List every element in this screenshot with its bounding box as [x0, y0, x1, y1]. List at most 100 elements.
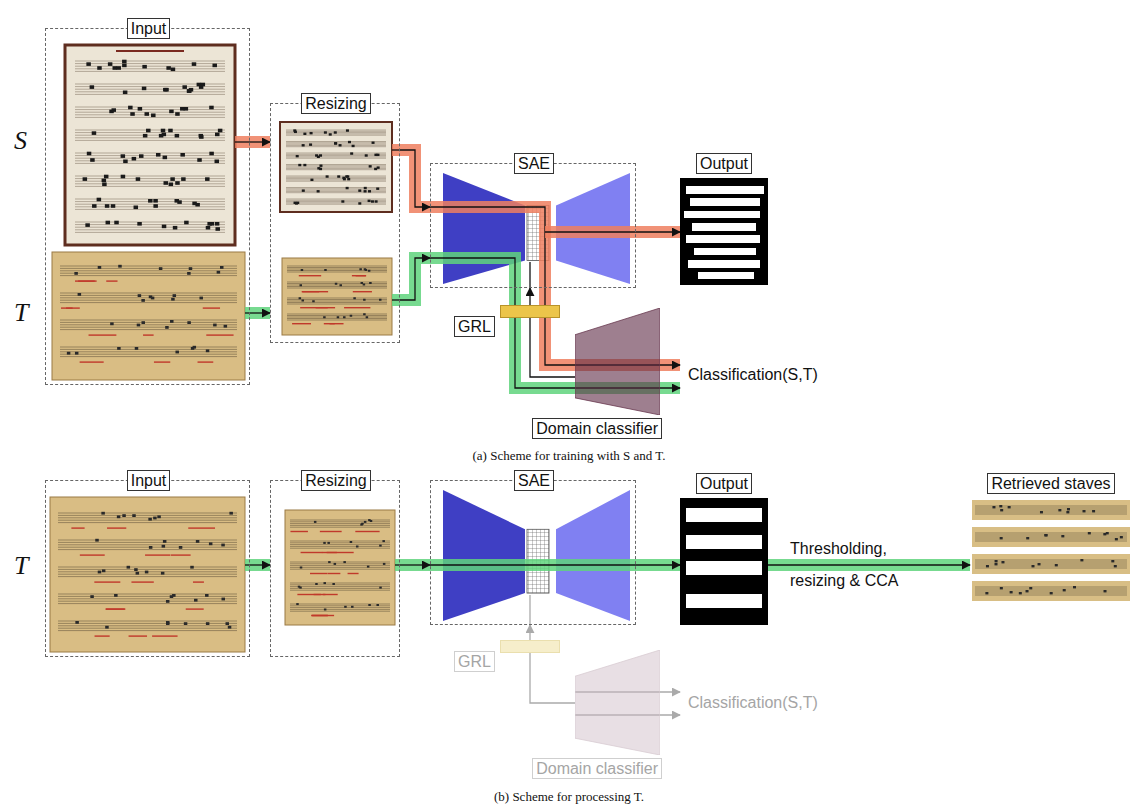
- note: [169, 183, 174, 187]
- staff-line: [60, 300, 237, 301]
- note: [159, 134, 164, 138]
- note: [175, 112, 180, 116]
- note: [361, 523, 364, 525]
- note: [343, 316, 346, 318]
- output-mask: Output: [680, 178, 768, 285]
- note: [137, 324, 141, 327]
- note: [356, 546, 359, 548]
- staff-line: [975, 591, 1127, 592]
- note: [332, 583, 335, 585]
- note: [92, 204, 97, 208]
- staff-line: [58, 621, 237, 622]
- staff-line: [287, 283, 387, 284]
- staff-line: [290, 588, 390, 589]
- target-manuscript: [52, 252, 245, 380]
- note: [1001, 561, 1004, 563]
- mask-background: [680, 498, 768, 625]
- node-label: Resizing: [301, 93, 370, 114]
- note: [379, 299, 382, 301]
- note: [102, 569, 106, 572]
- note: [999, 505, 1002, 507]
- note: [226, 622, 230, 625]
- note: [1066, 511, 1069, 513]
- node-label: Output: [696, 473, 752, 494]
- note: [67, 352, 71, 355]
- staff-line: [290, 611, 390, 612]
- note: [122, 64, 127, 68]
- note: [215, 227, 220, 231]
- staff-line: [290, 586, 390, 587]
- staff-line: [58, 547, 237, 548]
- note: [161, 572, 165, 575]
- note: [363, 313, 366, 315]
- note: [221, 598, 225, 601]
- mask-figure: [680, 178, 768, 285]
- gradient-reversal-layer: GRL: [500, 640, 560, 653]
- staff-line: [75, 206, 225, 207]
- lyric-ink: [131, 581, 153, 582]
- note: [334, 142, 337, 144]
- note: [368, 200, 371, 202]
- lyric-ink: [188, 527, 215, 528]
- flow-connector: [530, 653, 575, 703]
- note: [1000, 587, 1003, 589]
- staff-line: [287, 317, 387, 318]
- note: [145, 571, 149, 574]
- data-flow-band: [515, 288, 575, 388]
- node-label: Domain classifier: [532, 758, 662, 779]
- note: [121, 154, 126, 158]
- staff-line: [290, 565, 390, 566]
- input-group: Input: [45, 28, 250, 385]
- staff-line: [286, 168, 386, 169]
- note: [180, 153, 185, 157]
- node-label: GRL: [454, 316, 495, 337]
- note: [1055, 564, 1058, 566]
- lyric-ink: [66, 307, 80, 308]
- note: [192, 62, 197, 66]
- staff-line: [75, 61, 225, 62]
- note: [376, 154, 379, 156]
- staff-line: [58, 628, 237, 629]
- note: [1111, 560, 1114, 562]
- lyric-ink: [145, 554, 170, 555]
- staff-line: [290, 548, 390, 549]
- arrow-line: [392, 299, 400, 300]
- staff-line: [286, 158, 386, 159]
- note: [110, 322, 114, 325]
- staff-line: [287, 282, 387, 283]
- note: [1104, 590, 1107, 592]
- lyric-ink: [348, 573, 359, 574]
- encoder-shape: [443, 490, 525, 621]
- note: [199, 85, 204, 89]
- staff-line: [975, 514, 1127, 515]
- note: [302, 144, 305, 146]
- staff-line: [75, 232, 225, 233]
- staff-region: [684, 211, 760, 218]
- node-label: SAE: [514, 153, 554, 174]
- staff-strip: [972, 527, 1130, 547]
- note: [163, 540, 167, 543]
- note: [162, 225, 167, 229]
- lyric-ink: [203, 307, 220, 308]
- note: [1120, 536, 1123, 538]
- arrow-line: [400, 258, 430, 300]
- arrow-line: [515, 288, 575, 388]
- note: [315, 583, 318, 585]
- note: [218, 129, 223, 133]
- staff-line: [75, 209, 225, 210]
- lyric-ink: [323, 594, 338, 595]
- trapezoid: [575, 650, 660, 755]
- staff-line: [75, 183, 225, 184]
- staff-line: [290, 544, 390, 545]
- note: [319, 154, 322, 156]
- output-mask: Output: [680, 498, 768, 625]
- staff-line: [60, 327, 237, 328]
- staff-line: [75, 181, 225, 182]
- staff-region: [686, 508, 762, 522]
- note: [364, 187, 367, 189]
- source-manuscript: [65, 45, 235, 245]
- staff-strip: [972, 500, 1130, 520]
- flow-connector: [636, 565, 680, 566]
- staff-line: [975, 512, 1127, 513]
- note: [134, 568, 138, 571]
